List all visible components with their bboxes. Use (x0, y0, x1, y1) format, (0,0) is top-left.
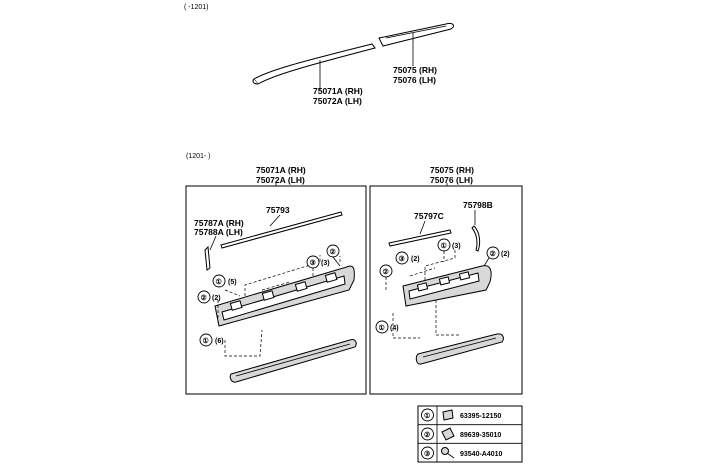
svg-text:(4): (4) (390, 325, 399, 332)
top-label-75072a: 75072A (LH) (313, 96, 362, 106)
right-panel-frame (369, 185, 523, 395)
fastener-legend: ① 63395-12150 ② 89639-35010 ③ 93540-A401… (417, 405, 523, 463)
front-garnish-assembly (214, 265, 355, 327)
left-callout-2-qty2: ② (2) (197, 290, 221, 304)
label-75793: 75793 (266, 205, 290, 215)
svg-text:①: ① (424, 412, 430, 420)
right-callout-1-qty4: ① (4) (375, 320, 399, 334)
top-range-label: ( -1201) (184, 4, 209, 11)
weatherstrip-75793 (220, 211, 343, 249)
clip-icon (442, 409, 454, 421)
svg-text:②: ② (201, 294, 207, 302)
top-label-75076: 75076 (LH) (393, 75, 436, 85)
right-callout-1-qty3: ① (3) (437, 238, 461, 262)
svg-text:②: ② (424, 431, 430, 439)
label-75788a: 75788A (LH) (194, 227, 243, 237)
label-75797c: 75797C (414, 211, 444, 221)
svg-text:(3): (3) (452, 243, 461, 250)
legend-part-3: 93540-A4010 (460, 451, 503, 458)
svg-text:(2): (2) (501, 251, 510, 258)
screw-icon (441, 447, 455, 459)
svg-text:②: ② (330, 248, 336, 256)
left-callout-1-qty5: ① (5) (212, 274, 237, 288)
bracket-75798b (471, 225, 481, 252)
left-callout-3: ③ (3) (306, 255, 330, 278)
svg-text:(2): (2) (212, 295, 221, 302)
svg-text:(5): (5) (228, 279, 237, 286)
right-header-line2: 75076 (LH) (430, 175, 473, 185)
legend-part-2: 89639-35010 (460, 432, 501, 439)
svg-text:①: ① (379, 324, 385, 332)
left-callout-1-qty6: ① (6) (199, 333, 224, 347)
top-label-75075: 75075 (RH) (393, 65, 437, 75)
right-callout-2: ② (379, 264, 393, 290)
legend-row-1: ① 63395-12150 (421, 408, 501, 422)
svg-text:(6): (6) (215, 338, 224, 345)
label-75787a: 75787A (RH) (194, 218, 244, 228)
right-callout-2-qty2: ② (2) (483, 246, 510, 267)
svg-text:(2): (2) (411, 256, 420, 263)
top-label-75071a: 75071A (RH) (313, 86, 363, 96)
weatherstrip-75797c (388, 229, 452, 247)
front-door-molding-old (252, 43, 376, 85)
rear-garnish-assembly (402, 265, 492, 307)
rear-lower-molding (415, 333, 504, 365)
right-callout-3: ③ (2) (395, 251, 420, 265)
legend-part-1: 63395-12150 (460, 413, 501, 420)
svg-text:②: ② (383, 268, 389, 276)
bottom-range-label: (1201- ) (186, 153, 211, 160)
svg-text:①: ① (216, 278, 222, 286)
legend-row-2: ② 89639-35010 (421, 427, 501, 441)
svg-text:(3): (3) (321, 260, 330, 267)
left-header-line2: 75072A (LH) (256, 175, 305, 185)
clip-icon (441, 427, 455, 441)
rear-door-molding-old (378, 23, 454, 47)
bracket-75787a (204, 245, 211, 271)
svg-text:③: ③ (310, 259, 316, 267)
svg-text:②: ② (490, 250, 496, 258)
svg-text:③: ③ (424, 450, 430, 458)
front-lower-molding (229, 339, 357, 383)
svg-text:①: ① (441, 242, 447, 250)
svg-text:③: ③ (399, 255, 405, 263)
right-header-line1: 75075 (RH) (430, 165, 474, 175)
legend-row-3: ③ 93540-A4010 (421, 446, 503, 460)
label-75798b: 75798B (463, 200, 493, 210)
left-header-line1: 75071A (RH) (256, 165, 306, 175)
svg-text:①: ① (203, 337, 209, 345)
left-callout-2-top: ② (326, 244, 341, 267)
